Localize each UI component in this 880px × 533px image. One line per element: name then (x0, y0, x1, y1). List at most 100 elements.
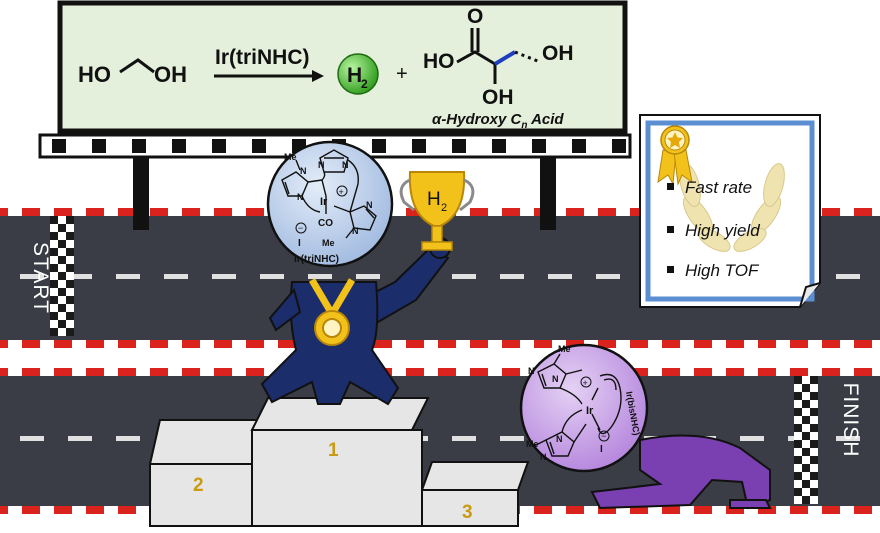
stripe-red-segment (0, 340, 8, 348)
stripe-red-segment (758, 340, 776, 348)
lane-dash (500, 274, 524, 279)
stripe-red-segment (790, 340, 808, 348)
stripe-red-segment (630, 368, 648, 376)
stripe-red-segment (150, 340, 168, 348)
checker-square (50, 224, 58, 232)
stripe-red-segment (630, 506, 648, 514)
checker-square (58, 264, 66, 272)
certificate: Fast rate High yield High TOF (639, 114, 821, 308)
lane-dash (596, 274, 620, 279)
lane-dash (68, 436, 92, 441)
stripe-red-segment (854, 368, 872, 376)
winner-head-label: Ir(triNHC) (294, 254, 339, 265)
stripe-red-segment (438, 368, 456, 376)
plus-sign: + (396, 63, 408, 85)
checker-square (802, 376, 810, 384)
checker-square (794, 496, 802, 504)
stripe-red-segment (758, 506, 776, 514)
checker-square (66, 224, 74, 232)
stripe-red-segment (662, 506, 680, 514)
stripe-red-segment (598, 208, 616, 216)
stripe-red-segment (758, 368, 776, 376)
trophy-sub: 2 (441, 202, 447, 214)
stripe-red-segment (22, 340, 40, 348)
stripe-red-segment (790, 506, 808, 514)
stripe-red-segment (214, 208, 232, 216)
lane-dash (548, 274, 572, 279)
loser-minus: − (601, 431, 606, 441)
checker-square (50, 296, 58, 304)
stripe-red-segment (22, 506, 40, 514)
stripe-red-segment (694, 368, 712, 376)
truss-bar (572, 139, 586, 153)
checker-square (58, 312, 66, 320)
start-checker (50, 216, 74, 336)
product-ho: HO (423, 50, 455, 73)
checker-square (66, 304, 74, 312)
stripe-red-segment (502, 208, 520, 216)
lane-dash (308, 274, 332, 279)
stripe-red-segment (470, 368, 488, 376)
checker-square (50, 312, 58, 320)
loser-iodide: I (600, 444, 603, 455)
checker-square (58, 328, 66, 336)
checker-square (50, 288, 58, 296)
product-backbone (456, 50, 496, 66)
stripe-red-segment (0, 368, 8, 376)
finish-checker (794, 376, 818, 504)
truss-bar (92, 139, 106, 153)
winner-n3: N (318, 160, 325, 170)
checker-square (58, 216, 66, 224)
checker-square (66, 296, 74, 304)
finish-label: FINISH (839, 383, 862, 458)
checker-square (66, 232, 74, 240)
checker-square (58, 272, 66, 280)
checker-square (802, 488, 810, 496)
loser-me-bottom: Me (526, 439, 539, 449)
winner-plus-circle (336, 185, 348, 197)
stripe-red-segment (182, 368, 200, 376)
upper-bottom-stripe (0, 340, 880, 348)
stripe-red-segment (86, 208, 104, 216)
loser-n2: N (552, 374, 559, 384)
loser-plus-circle (580, 376, 592, 388)
product-name-sub: n (521, 120, 527, 131)
product-name-alpha: α (432, 111, 442, 128)
stripe-red-segment (470, 340, 488, 348)
loser-n3: N (556, 434, 563, 444)
billboard: HO OH Ir(triNHC) H 2 + O HO OH OH α-Hydr… (38, 0, 632, 230)
lane-dash (836, 274, 860, 279)
catalyst-label: Ir(triNHC) (215, 46, 310, 69)
checker-square (810, 448, 818, 456)
winner-n6: N (352, 226, 359, 236)
checker-square (794, 488, 802, 496)
stripe-red-segment (726, 368, 744, 376)
stripe-red-segment (54, 208, 72, 216)
checker-square (794, 392, 802, 400)
checker-square (66, 328, 74, 336)
checker-square (58, 296, 66, 304)
certificate-curl (799, 282, 821, 308)
lower-top-stripe (0, 368, 880, 376)
winner-minus: − (298, 223, 303, 233)
ir-bisnhc-structure (533, 353, 622, 457)
stripe-red-segment (86, 506, 104, 514)
stripe-red-segment (182, 208, 200, 216)
truss-bar (52, 139, 66, 153)
stripe-red-segment (118, 208, 136, 216)
stripe-red-segment (278, 340, 296, 348)
checker-square (66, 288, 74, 296)
stripe-red-segment (726, 506, 744, 514)
truss-bar (532, 139, 546, 153)
winner-ir: Ir (320, 196, 328, 208)
checker-square (810, 440, 818, 448)
checker-square (66, 256, 74, 264)
podium-number-1: 1 (328, 440, 339, 461)
checker-square (794, 440, 802, 448)
stripe-red-segment (694, 506, 712, 514)
lane-dash (20, 436, 44, 441)
award-ribbon-icon (657, 125, 693, 186)
winner-me-bottom: Me (322, 238, 335, 248)
truss-bar (212, 139, 226, 153)
